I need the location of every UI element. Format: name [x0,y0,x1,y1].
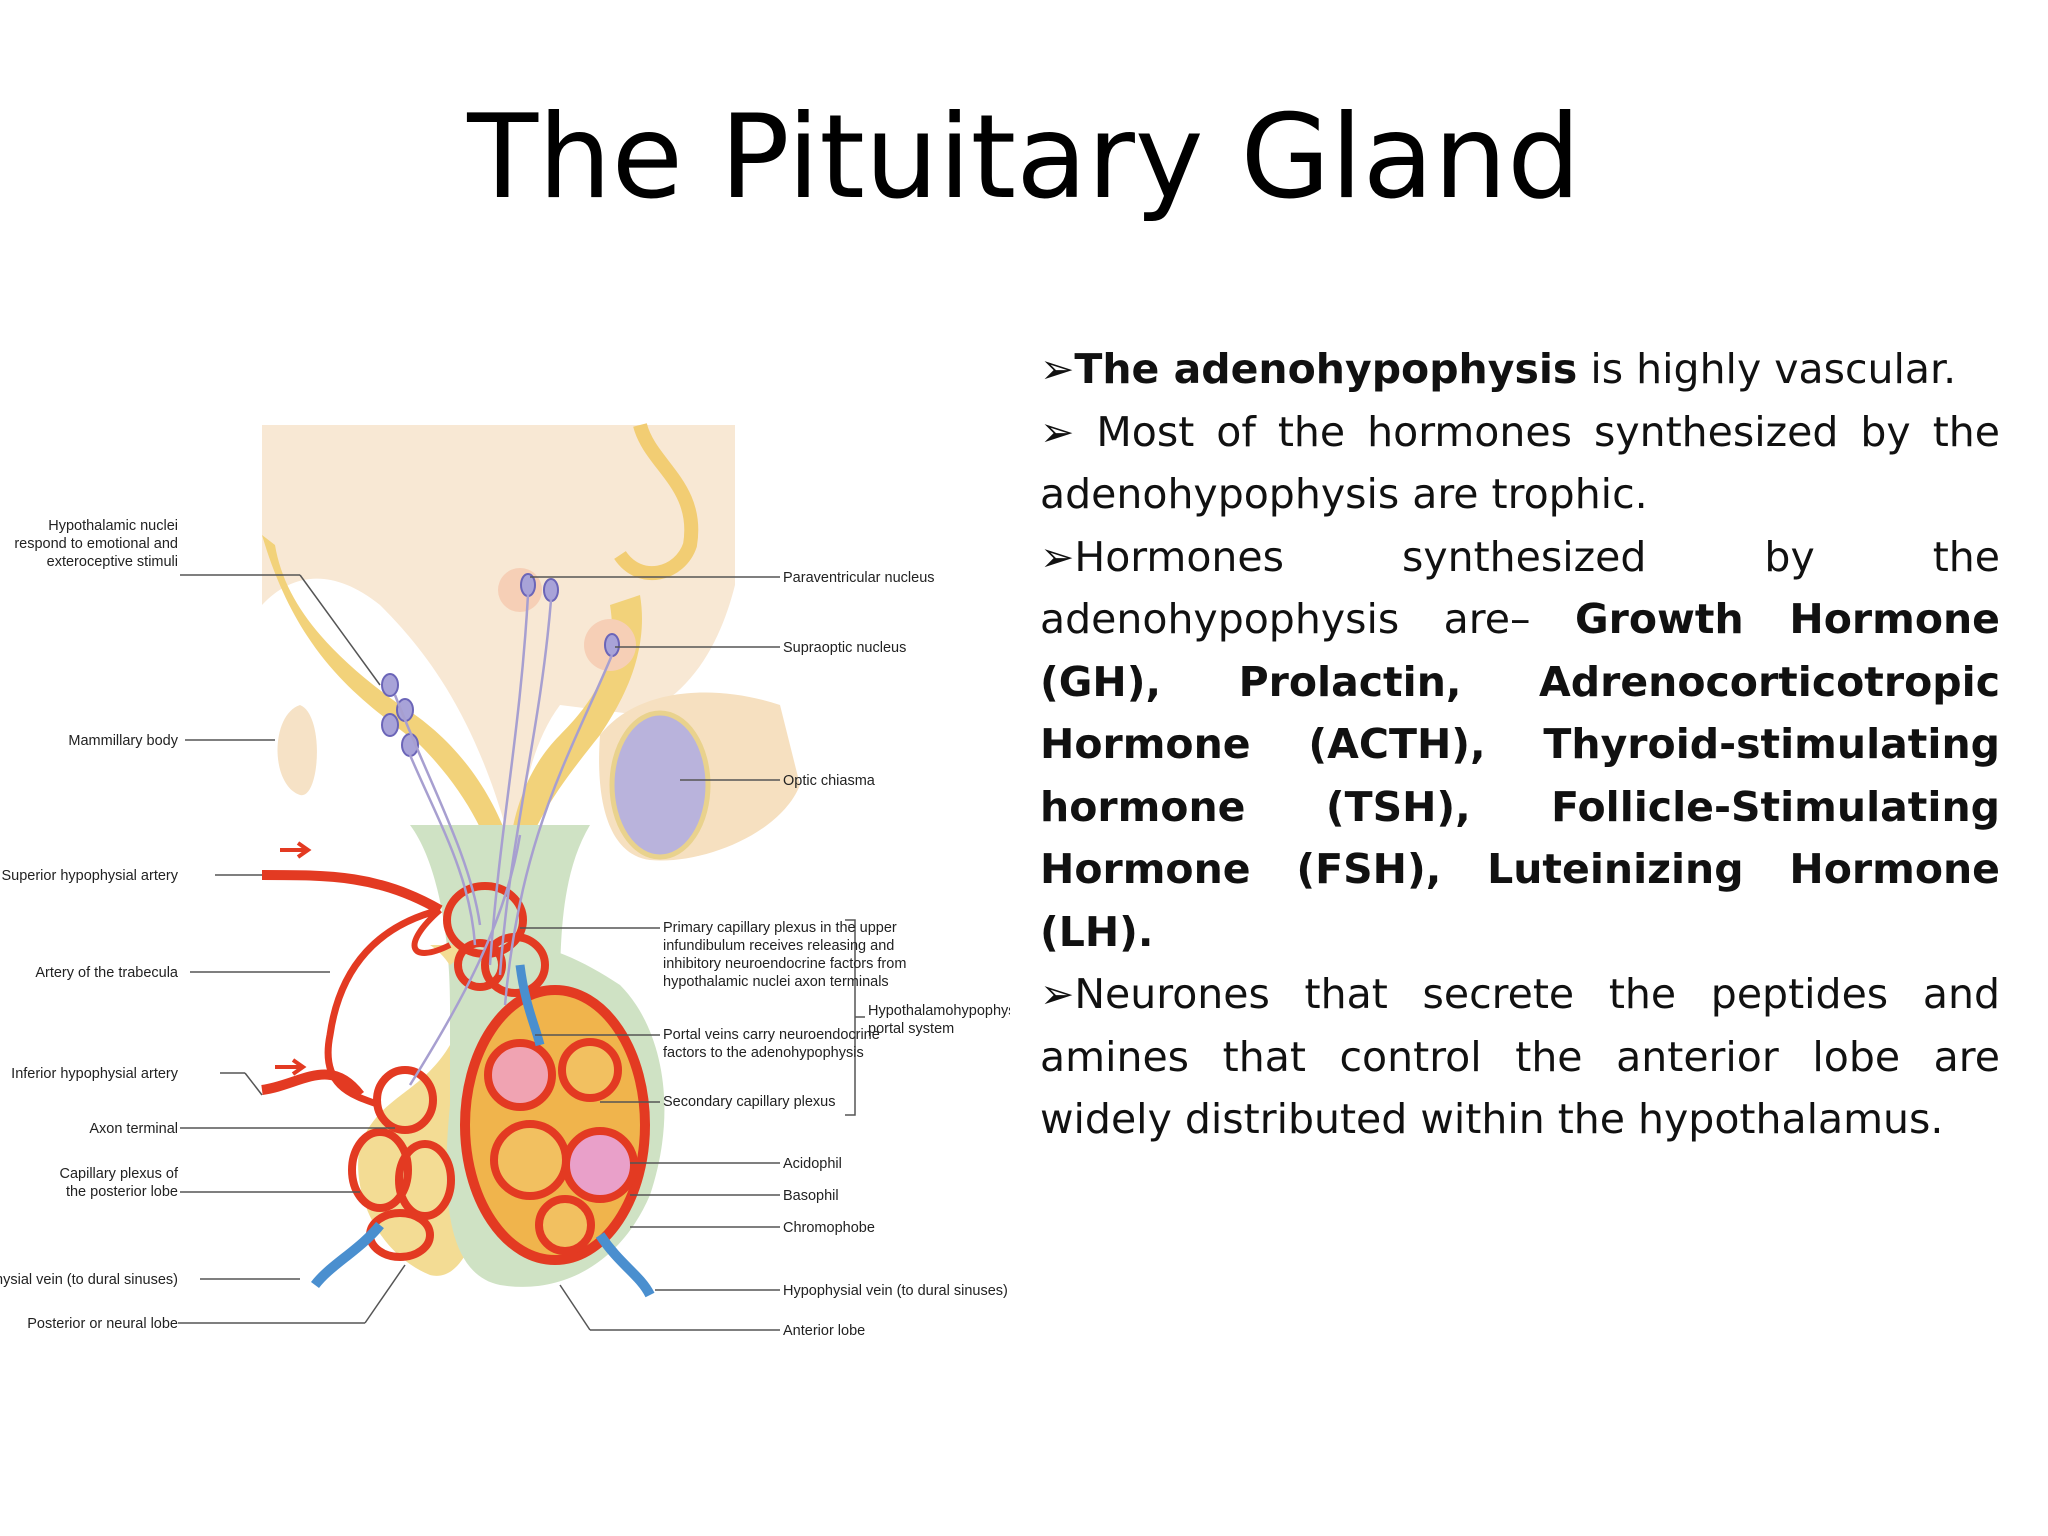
label-portal-system-2: portal system [868,1021,954,1037]
bullet-list: ➢The adenohypophysis is highly vascular.… [1040,338,2000,1151]
ventricle-outline [614,422,699,580]
bullet-4-text: Neurones that secrete the peptides and a… [1040,970,2000,1143]
left-label-group: Hypothalamic nuclei respond to emotional… [0,518,179,1332]
bullet-1: ➢The adenohypophysis is highly vascular. [1040,338,2000,401]
bullet-3: ➢Hormones synthesized by the adenohypoph… [1040,526,2000,964]
bullet-4: ➢Neurones that secrete the peptides and … [1040,963,2000,1151]
neuron-axons [393,594,614,1086]
label-capillary-plexus-posterior-1: Capillary plexus of [60,1166,179,1182]
label-optic-chiasma: Optic chiasma [783,773,876,789]
label-chromophobe: Chromophobe [783,1220,875,1236]
vein-left [311,1221,384,1289]
bullet-1-bold: The adenohypophysis [1074,345,1578,393]
infundibulum-wall [262,535,642,885]
vein-right [595,1232,655,1298]
label-posterior-lobe: Posterior or neural lobe [27,1316,178,1332]
label-primary-plexus-2: infundibulum receives releasing and [663,938,894,954]
right-leaders [520,576,865,1331]
label-paraventricular-nucleus: Paraventricular nucleus [783,570,935,586]
label-portal-veins-1: Portal veins carry neuroendocrine [663,1027,880,1043]
bullet-arrow-icon: ➢ [1040,970,1075,1018]
bullet-3-text: Hormones synthesized by the adenohypophy… [1040,532,2000,644]
trabecula-artery [324,906,441,1109]
optic-chiasma-core [609,710,711,860]
neuron-bodies [381,568,636,757]
label-hypothalamic-nuclei-3: exteroceptive stimuli [47,554,178,570]
label-hypothalamic-nuclei-2: respond to emotional and [14,536,178,552]
label-axon-terminal: Axon terminal [89,1121,178,1137]
label-anterior-lobe: Anterior lobe [783,1323,865,1339]
label-superior-hypophysial-artery: Superior hypophysial artery [1,868,178,884]
label-secondary-plexus: Secondary capillary plexus [663,1094,835,1110]
left-leaders [178,574,406,1324]
inferior-artery-arrow [275,1058,307,1076]
right-label-group: Paraventricular nucleus Supraoptic nucle… [663,570,1010,1339]
posterior-capillary-plexus [348,1066,455,1261]
inferior-artery [261,1069,364,1099]
slide-title: The Pituitary Gland [467,90,1581,225]
label-basophil: Basophil [783,1188,839,1204]
bullet-1-text: is highly vascular. [1577,345,1957,393]
label-portal-system-1: Hypothalamohypophysial [868,1003,1010,1019]
bullet-arrow-icon: ➢ [1040,345,1075,393]
label-acidophil: Acidophil [783,1156,842,1172]
pituitary-diagram: Hypothalamic nuclei respond to emotional… [0,405,1010,1350]
trabecula-branch [411,907,452,956]
secondary-capillary-plexus [460,985,650,1265]
label-portal-veins-2: factors to the adenohypophysis [663,1045,864,1061]
label-inferior-hypophysial-artery: Inferior hypophysial artery [11,1066,179,1082]
superior-artery [261,870,443,915]
label-hypophysial-vein-right: Hypophysial vein (to dural sinuses) [783,1283,1008,1299]
bullet-arrow-icon: ➢ [1040,532,1075,581]
label-capillary-plexus-posterior-2: the posterior lobe [66,1184,178,1200]
label-hypothalamic-nuclei-1: Hypothalamic nuclei [48,518,178,534]
hypothalamus-tissue [262,425,735,865]
label-mammillary-body: Mammillary body [68,733,178,749]
portal-vein [515,964,545,1047]
label-primary-plexus-1: Primary capillary plexus in the upper [663,920,897,936]
mammillary-body [277,705,317,796]
label-primary-plexus-3: inhibitory neuroendocrine factors from [663,956,906,972]
bullet-2: ➢ Most of the hormones synthesized by th… [1040,401,2000,526]
label-hypophysial-vein-left: Hypophysial vein (to dural sinuses) [0,1272,178,1288]
pituitary-illustration: Hypothalamic nuclei respond to emotional… [0,422,1010,1339]
label-artery-of-trabecula: Artery of the trabecula [35,965,179,981]
superior-artery-arrow [280,841,312,859]
bullet-arrow-icon: ➢ [1040,407,1075,456]
bullet-3-hormones: Growth Hormone (GH), Prolactin, Adrenoco… [1040,595,2000,956]
bullet-2-text: Most of the hormones synthesized by the … [1040,407,2000,519]
label-primary-plexus-4: hypothalamic nuclei axon terminals [663,974,889,990]
label-supraoptic-nucleus: Supraoptic nucleus [783,640,906,656]
